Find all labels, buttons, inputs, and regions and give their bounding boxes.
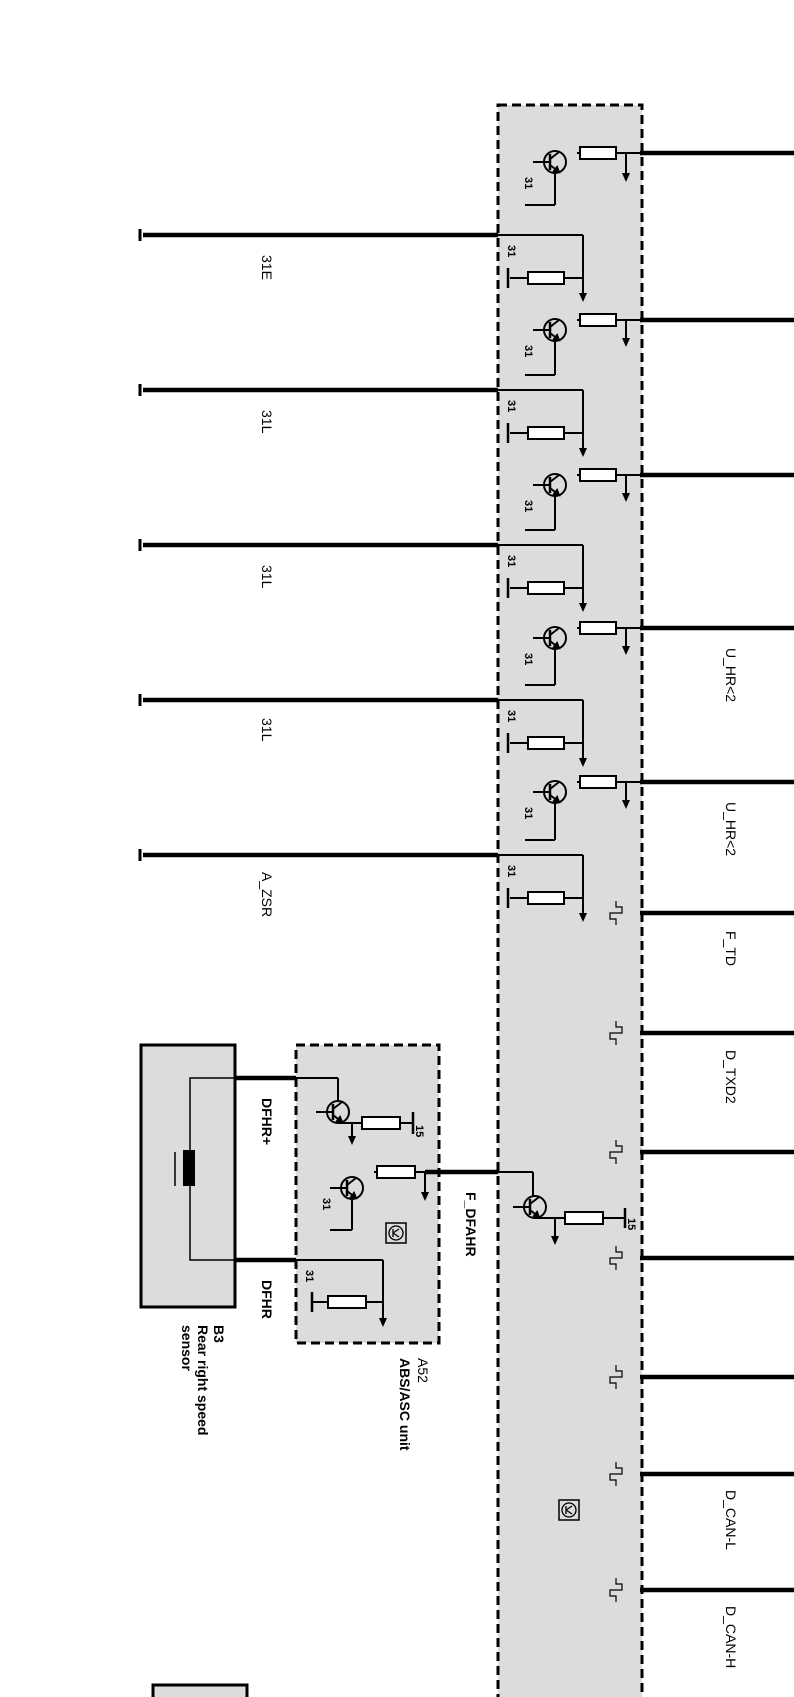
input-stage-2 (498, 389, 587, 457)
left-wire-31l-1: 31L (138, 384, 498, 434)
sensor-name-line-2: sensor (179, 1325, 195, 1371)
abs-unit-id: A52 (415, 1358, 431, 1383)
control-module-box (496, 103, 644, 1697)
abs-asc-unit-a52: 15 31 31 A52 ABS/ASC unit (294, 1043, 498, 1451)
left-wire-31l-3: 31L (138, 694, 498, 742)
input-stage-3 (498, 544, 587, 612)
input-stage-5 (498, 854, 587, 922)
pin-label: 15 (625, 1218, 637, 1230)
sensor-id: B3 (211, 1325, 227, 1343)
right-wire-label-5: D_CAN-L (723, 1490, 739, 1550)
pin-label: 31 (522, 177, 534, 189)
pin-label: 31 (522, 500, 534, 512)
left-wire-31e: 31E (138, 229, 498, 280)
left-wire-label-4: 31L (259, 718, 275, 742)
module-ground-pins: 31 31 31 31 31 31 31 31 31 31 (505, 177, 534, 877)
pin-label: 31 (505, 865, 517, 877)
abs-unit-name: ABS/ASC unit (397, 1358, 413, 1451)
right-wire-label-1: U_HR<2 (723, 648, 739, 702)
right-wire-label-6: D_CAN-H (723, 1606, 739, 1668)
output-stage-1 (525, 146, 640, 206)
pin-label: 31 (505, 400, 517, 412)
pin-label: 31 (522, 653, 534, 665)
module-speed-input-stage (498, 1171, 627, 1245)
left-wire-label-1: 31E (259, 255, 275, 280)
partial-component-box (151, 1683, 249, 1697)
input-stage-4 (498, 699, 587, 767)
left-wire-label-2: 31L (259, 410, 275, 434)
output-stage-2 (525, 313, 640, 376)
sensor-wires (235, 1075, 296, 1263)
output-stage-5 (525, 775, 640, 841)
pin-label: 31 (522, 807, 534, 819)
module-output-stages (498, 146, 640, 922)
left-wires: 31E 31L 31L 31L A_ZSR (138, 229, 498, 917)
left-wire-label-5: A_ZSR (259, 872, 275, 917)
sensor-wire-label-1: DFHR+ (259, 1098, 275, 1145)
output-stage-3 (525, 468, 640, 531)
pin-label: 31 (505, 555, 517, 567)
sensor-name-line-1: Rear right speed (195, 1325, 211, 1435)
speed-sensor-b3: B3 Rear right speed sensor (139, 1043, 237, 1435)
pin-label: 31 (505, 710, 517, 722)
sensor-wire-label-2: DFHR (259, 1280, 275, 1319)
pin-label: 31 (320, 1198, 332, 1210)
output-stage-4 (525, 621, 640, 686)
input-stage-1 (498, 234, 587, 302)
right-wire-label-3: F_TD (723, 931, 739, 966)
abs-unit-box (294, 1043, 441, 1345)
pin-label: 31 (505, 245, 517, 257)
left-wire-31l-2: 31L (138, 539, 498, 589)
pin-label: 31 (522, 345, 534, 357)
pin-label: 15 (413, 1125, 425, 1137)
right-wires: U_HR<2 U_HR<2 F_TD D_TXD2 D_CAN-L D_CAN-… (640, 150, 794, 1668)
right-wire-label-4: D_TXD2 (723, 1050, 739, 1104)
pin-label: 31 (303, 1270, 315, 1282)
left-wire-label-3: 31L (259, 565, 275, 589)
left-wire-a-zsr: A_ZSR (138, 849, 498, 917)
right-wire-label-2: U_HR<2 (723, 802, 739, 856)
signal-label: F_DFAHR (463, 1192, 479, 1257)
